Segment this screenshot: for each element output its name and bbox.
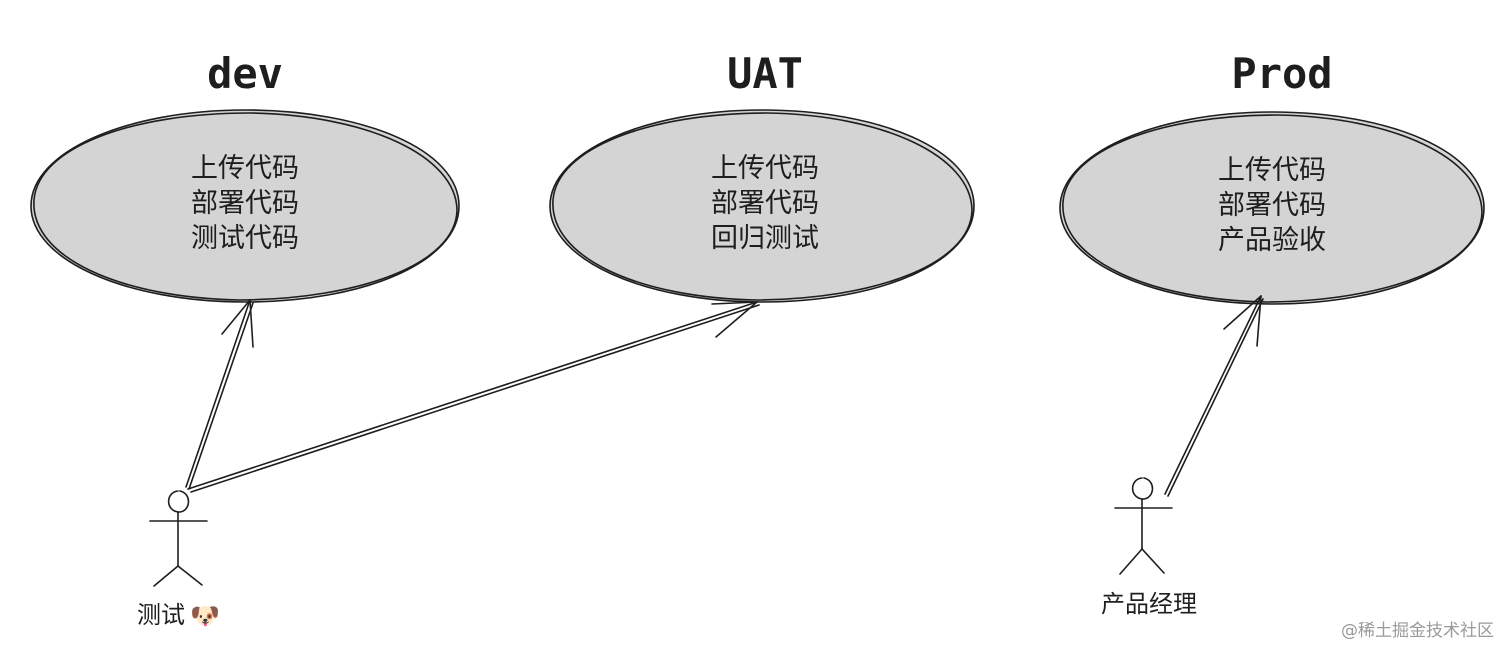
watermark-text: @稀土掘金技术社区: [1341, 621, 1494, 641]
environment-prod-line-2: 部署代码: [1218, 190, 1326, 221]
environment-dev-line-3: 测试代码: [191, 223, 299, 254]
environment-dev-line-2: 部署代码: [191, 188, 299, 219]
actor-label-tester: 测试: [137, 601, 185, 629]
actor-product-manager: 产品经理: [1101, 477, 1197, 618]
stick-figure-icon: [1114, 477, 1173, 575]
environment-title-uat: UAT: [727, 49, 803, 98]
environment-title-dev: dev: [207, 49, 283, 98]
environment-uat-line-2: 部署代码: [711, 188, 819, 219]
dog-face-icon: 🐶: [190, 602, 220, 630]
actor-label-product-manager: 产品经理: [1101, 590, 1197, 618]
environment-uat-line-1: 上传代码: [711, 153, 819, 184]
environment-prod: Prod 上传代码 部署代码 产品验收: [1059, 49, 1485, 305]
environment-ellipse-prod: [1060, 112, 1484, 304]
environment-dev: dev 上传代码 部署代码 测试代码: [30, 49, 460, 303]
environment-uat-line-3: 回归测试: [711, 223, 819, 254]
actor-tester: 测试 🐶: [137, 490, 220, 630]
arrow-pm-to-prod: [1164, 295, 1264, 497]
stick-figure-icon: [149, 490, 208, 587]
environment-prod-line-1: 上传代码: [1218, 155, 1326, 186]
environment-ellipse-dev: [31, 110, 459, 302]
arrow-tester-to-uat: [187, 301, 760, 493]
environment-ellipse-uat: [550, 110, 974, 302]
environment-uat: UAT 上传代码 部署代码 回归测试: [549, 49, 975, 303]
environment-title-prod: Prod: [1231, 49, 1332, 98]
environment-dev-line-1: 上传代码: [191, 153, 299, 184]
environment-prod-line-3: 产品验收: [1218, 225, 1326, 256]
arrow-tester-to-dev: [185, 299, 254, 490]
